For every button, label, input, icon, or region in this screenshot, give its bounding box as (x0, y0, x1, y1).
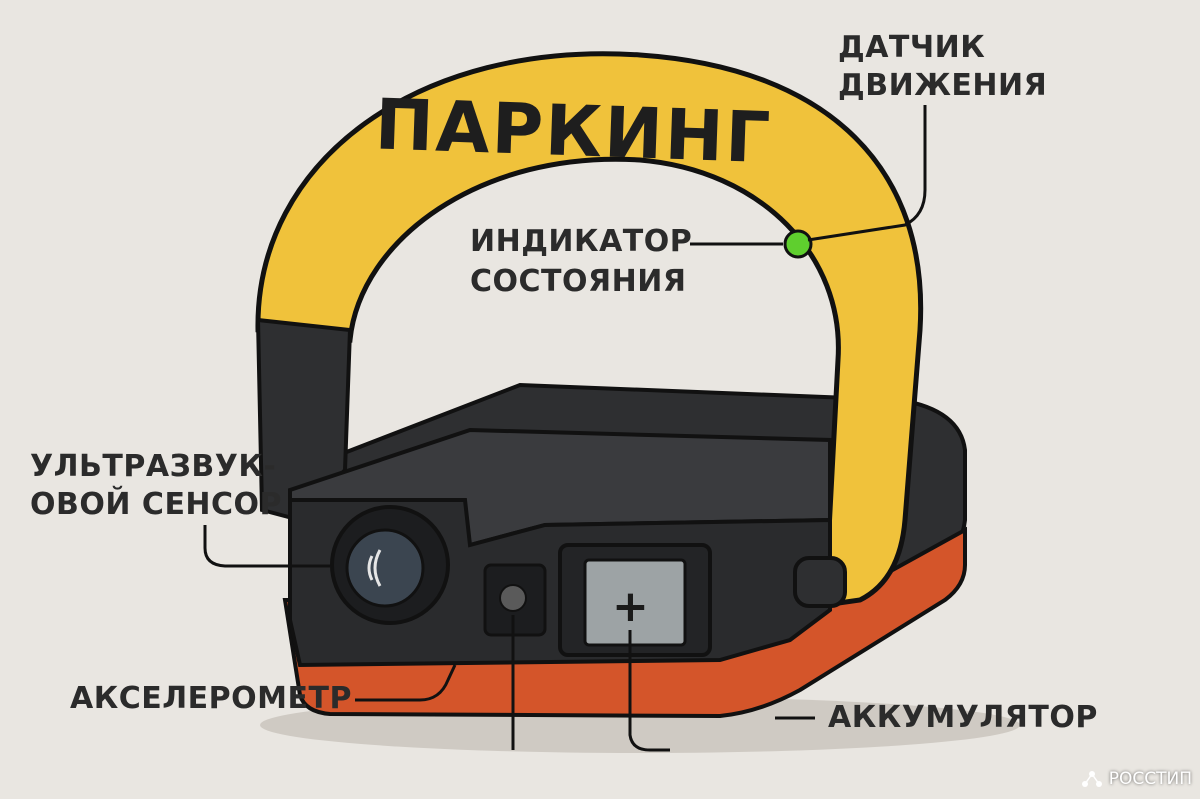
battery-plus-symbol: + (612, 581, 650, 632)
label-battery: АККУМУЛЯТОР (828, 700, 1098, 735)
label-status-indicator-line1: ИНДИКАТОР (470, 224, 693, 259)
arch-banner-text: ПАРКИНГ (373, 83, 774, 180)
battery-plate (583, 558, 687, 647)
accelerometer-dot (499, 584, 527, 612)
sound-wave-icon (367, 555, 374, 581)
leader-ultrasonic (203, 525, 330, 568)
label-motion-sensor-line2: ДВИЖЕНИЯ (838, 68, 1048, 103)
label-status-indicator-line2: СОСТОЯНИЯ (470, 264, 687, 299)
label-ultrasonic-line2: ОВОЙ СЕНСОР (30, 487, 283, 522)
label-motion-sensor-line1: ДАТЧИК (838, 30, 986, 65)
watermark-logo-icon (1081, 771, 1102, 787)
leader-accelerometer (355, 664, 457, 702)
arch-yellow (255, 51, 924, 608)
leader-battery-down (628, 630, 670, 752)
side-knob (793, 556, 847, 608)
label-accelerometer: АКСЕЛЕРОМЕТР (70, 681, 352, 716)
status-indicator-led (783, 229, 813, 259)
label-ultrasonic-line1: УЛЬТРАЗВУК- (30, 449, 277, 484)
watermark: РОССТИП (1081, 769, 1192, 789)
watermark-text: РОССТИП (1108, 769, 1192, 789)
ultrasonic-sensor-lens (345, 528, 425, 608)
leader-motion-sensor (807, 105, 927, 242)
